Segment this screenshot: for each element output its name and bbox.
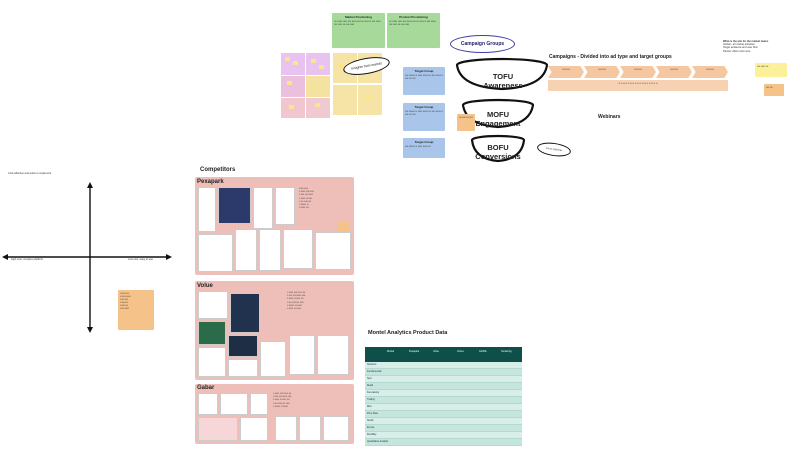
- target-group-title-1: Target Group: [414, 69, 434, 73]
- product-table-header: Montel Pexapark Volue Vortex GASSL Tende…: [365, 347, 522, 362]
- insights-cluster: [281, 53, 331, 119]
- aims-sticky-2[interactable]: •••• •••: [764, 84, 784, 96]
- table-row: Solutions: [367, 364, 377, 366]
- table-row: Quantitative Analysis: [367, 441, 389, 443]
- campaign-groups-bubble[interactable]: Campaign Groups: [450, 35, 515, 53]
- competitor-name-volue: Volue: [197, 283, 213, 289]
- target-group-note-3[interactable]: Target Group •••• ••••••• •• ••••• •••••…: [403, 138, 445, 158]
- mofu-label[interactable]: MOFU Engagement: [475, 110, 521, 128]
- campaign-groups-label: Campaign Groups: [460, 41, 505, 47]
- market-positioning-note[interactable]: Market Positioning ••• •••••• ••••• ••••…: [332, 13, 385, 48]
- product-data-table: Montel Pexapark Volue Vortex GASSL Tende…: [365, 347, 522, 446]
- table-row: Spot: [367, 378, 372, 380]
- target-group-title-3: Target Group: [414, 140, 434, 144]
- competitor-panel-pexapark: Pexapark ••••• ••••• ••••• •••• ••••• ••…: [195, 177, 354, 275]
- competitor-name-gabar: Gabar: [197, 385, 215, 391]
- competitors-title: Competitors: [200, 167, 236, 173]
- marketing-funnel: [455, 57, 549, 163]
- target-group-title-2: Target Group: [414, 105, 434, 109]
- bofu-label[interactable]: BOFU Conversions: [475, 143, 521, 161]
- product-positioning-note[interactable]: Product Positioning ••• •••••• ••••• •••…: [387, 13, 440, 48]
- campaign-chevron-row: •••• •••• •••• •••• •••• •••• •••• •••• …: [548, 66, 728, 96]
- table-row: Flexibility: [367, 434, 377, 436]
- target-group-note-2[interactable]: Target Group •••• ••••••• •• ••••• •••••…: [403, 103, 445, 131]
- conversions-label: Go-to-webinar: [545, 146, 563, 153]
- quadrant-left-label: High cost, complex platform: [11, 258, 44, 261]
- table-row: Fundamentals: [367, 371, 382, 373]
- table-row: Retail: [367, 385, 373, 387]
- campaigns-title: Campaigns - Divided into ad type and tar…: [549, 54, 672, 60]
- table-row: Europe: [367, 427, 375, 429]
- positioning-quadrant: [2, 182, 172, 333]
- table-row: Price Data: [367, 413, 378, 415]
- target-group-note-1[interactable]: Target Group •••• ••••••• •• ••••• •••••…: [403, 67, 445, 95]
- table-row: Forecasting: [367, 392, 380, 394]
- aims-sticky-1[interactable]: •••• ••••• •••: [755, 63, 787, 77]
- aims-notes: What is the aim for the market teams Glo…: [723, 40, 769, 53]
- webinars-label: Webinars: [598, 114, 621, 120]
- tofu-label[interactable]: TOFU Awareness: [483, 72, 523, 90]
- product-positioning-title: Product Positioning: [399, 15, 428, 19]
- competitor-panel-volue: Volue • ••••• •••• •••• •••• •••• ••• ••…: [195, 281, 354, 380]
- product-data-title: Montel Analytics Product Data: [368, 330, 448, 336]
- market-positioning-title: Market Positioning: [345, 15, 372, 19]
- quadrant-note: Cost-effective and quick to implement: [8, 172, 52, 175]
- competitor-panel-gabar: Gabar • ••••• •••• •••• •••• •••• ••• ••…: [195, 384, 354, 444]
- mofu-sticky[interactable]: ••• •••• ••• ••••: [457, 114, 475, 131]
- table-row: Risk: [367, 406, 372, 408]
- table-row: Nordic: [367, 420, 374, 422]
- competitor-name-pexapark: Pexapark: [197, 179, 224, 185]
- quadrant-right-label: Low cost, easy to use: [128, 258, 153, 261]
- quadrant-sticky[interactable]: • ••••• •••• •••• ••••••• ••• ••••• ••••…: [118, 290, 154, 330]
- table-row: Trading: [367, 399, 375, 401]
